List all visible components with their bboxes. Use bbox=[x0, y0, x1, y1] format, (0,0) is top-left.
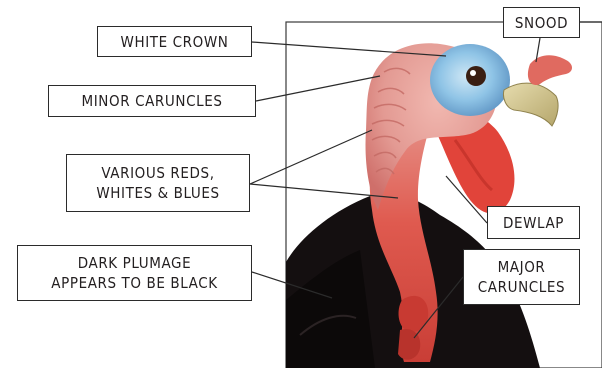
label-dewlap: DEWLAP bbox=[487, 206, 580, 239]
label-white-crown: WHITE CROWN bbox=[97, 26, 252, 57]
label-various-colors-line2: WHITES & BLUES bbox=[96, 183, 219, 203]
label-major-caruncles: MAJOR CARUNCLES bbox=[463, 249, 580, 305]
label-snood: SNOOD bbox=[503, 7, 580, 38]
label-major-caruncles-line1: MAJOR bbox=[498, 257, 546, 277]
eye bbox=[466, 66, 486, 86]
label-minor-caruncles: MINOR CARUNCLES bbox=[48, 85, 256, 117]
label-dark-plumage-line2: APPEARS TO BE BLACK bbox=[51, 273, 217, 293]
label-dark-plumage: DARK PLUMAGE APPEARS TO BE BLACK bbox=[17, 245, 252, 301]
label-various-colors-line1: VARIOUS REDS, bbox=[101, 163, 214, 183]
label-snood-text: SNOOD bbox=[515, 13, 568, 33]
label-various-colors: VARIOUS REDS, WHITES & BLUES bbox=[66, 154, 250, 212]
label-dewlap-text: DEWLAP bbox=[503, 213, 564, 233]
label-major-caruncles-line2: CARUNCLES bbox=[478, 277, 565, 297]
label-dark-plumage-line1: DARK PLUMAGE bbox=[78, 253, 191, 273]
label-white-crown-text: WHITE CROWN bbox=[121, 32, 229, 52]
label-minor-caruncles-text: MINOR CARUNCLES bbox=[81, 91, 222, 111]
